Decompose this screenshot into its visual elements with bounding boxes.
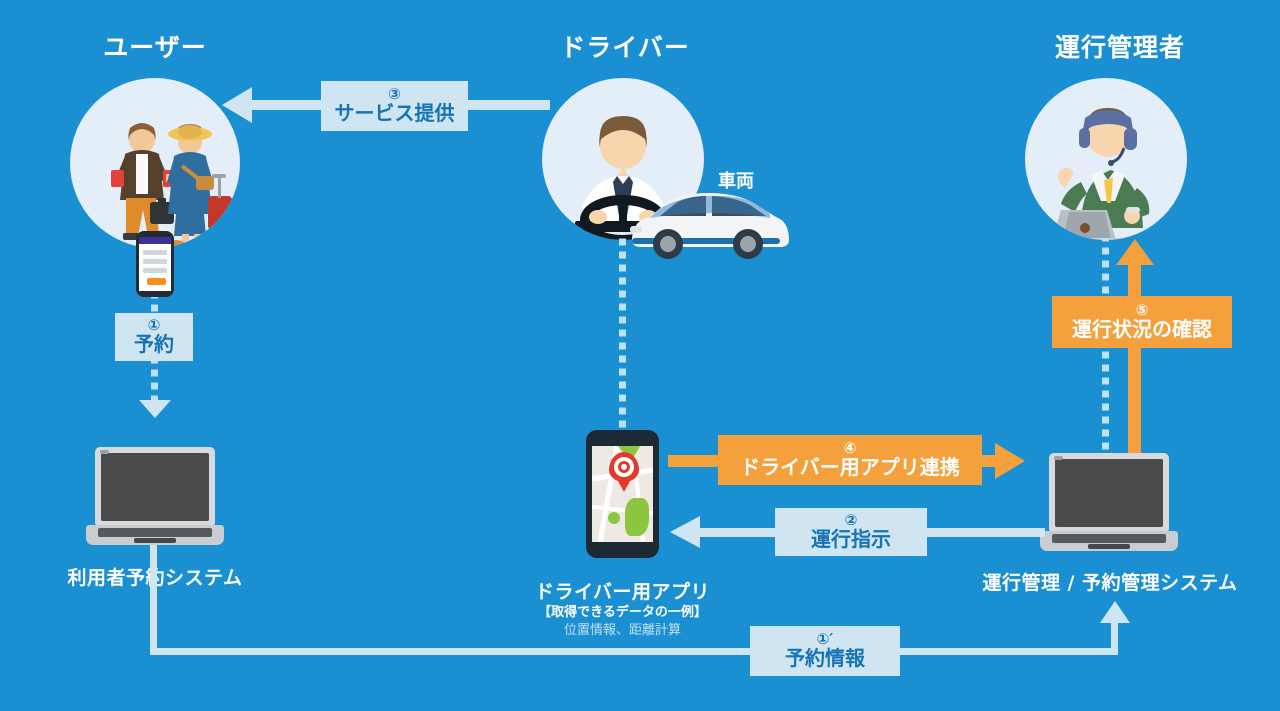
vehicle-car-icon <box>622 182 792 260</box>
flow2-label-box: ② 運行指示 <box>775 508 927 556</box>
flow1p-line-vertical-left <box>150 545 157 655</box>
flow5-text: 運行状況の確認 <box>1072 317 1212 341</box>
flow1p-label-box: ①′ 予約情報 <box>750 626 900 676</box>
flow4-number: ④ <box>843 439 857 457</box>
operation-management-system-laptop <box>1040 453 1178 551</box>
flow1p-number: ①′ <box>816 630 834 648</box>
system-label-driver-app: ドライバー用アプリ <box>534 581 711 603</box>
flow4-text: ドライバー用アプリ連携 <box>740 455 960 479</box>
actor-title-manager: 運行管理者 <box>1054 33 1185 62</box>
flow1p-arrowhead <box>1100 601 1130 623</box>
flow3-label-box: ③ サービス提供 <box>321 81 468 131</box>
flow5-arrowhead <box>1116 239 1154 265</box>
flow4-arrowhead <box>995 443 1025 479</box>
driver-app-sub-label: 【取得できるデータの一例】 <box>538 605 707 620</box>
flow5-label-box: ⑤ 運行状況の確認 <box>1052 296 1232 348</box>
user-illustration <box>70 78 240 248</box>
flow1-text: 予約 <box>134 332 174 356</box>
system-label-manager: 運行管理 / 予約管理システム <box>982 572 1238 594</box>
flow1-label-box: ① 予約 <box>115 313 193 361</box>
flow1-number: ① <box>147 316 161 334</box>
actor-title-driver: ドライバー <box>560 33 690 62</box>
manager-illustration <box>1025 78 1187 240</box>
flow1p-text: 予約情報 <box>785 646 865 670</box>
flow1-arrowhead <box>139 400 171 418</box>
user-people-icon <box>111 123 232 248</box>
flow1p-line-vertical-right <box>1111 622 1118 655</box>
flow3-text: サービス提供 <box>334 101 455 125</box>
vehicle-label: 車両 <box>718 171 754 192</box>
operations-manager-icon <box>1049 108 1150 240</box>
flow1p-line-horizontal <box>150 648 1118 655</box>
user-reservation-system-laptop <box>86 447 224 545</box>
flow2-arrowhead <box>670 516 700 548</box>
driver-app-data-examples: 位置情報、距離計算 <box>563 623 681 638</box>
flow5-number: ⑤ <box>1135 301 1149 319</box>
flow3-arrowhead <box>222 87 252 123</box>
flow5-connector-line <box>1128 262 1141 474</box>
flow2-number: ② <box>844 511 858 529</box>
user-phone-icon <box>136 231 174 297</box>
flow3-number: ③ <box>388 85 401 103</box>
actor-title-user: ユーザー <box>103 33 207 62</box>
driver-app-dotted-line <box>619 238 626 434</box>
flow4-label-box: ④ ドライバー用アプリ連携 <box>718 435 982 485</box>
flow2-text: 運行指示 <box>811 527 891 551</box>
driver-app-phone <box>586 430 659 558</box>
